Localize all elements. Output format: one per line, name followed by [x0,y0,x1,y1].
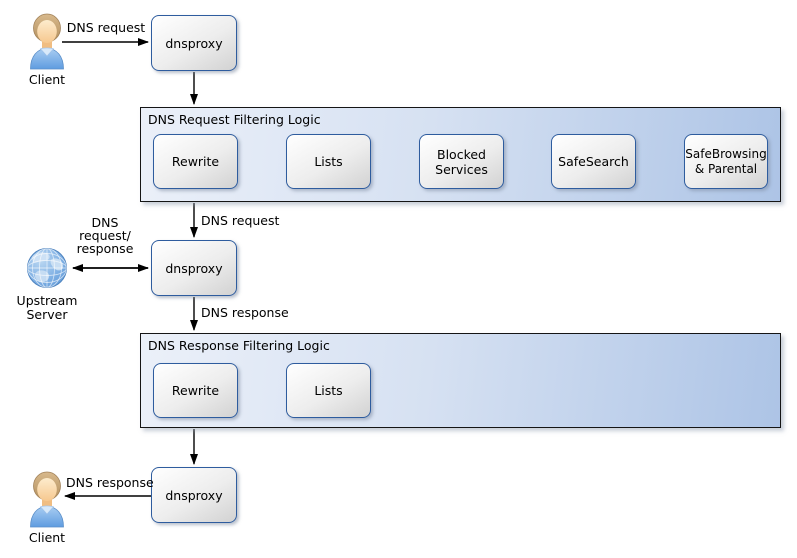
node-dnsproxy-3: dnsproxy [151,467,237,523]
person-icon [30,13,64,70]
step-lists-label: Lists [314,154,343,169]
edge-label-upstream-exchange: DNS request/ response [76,215,134,256]
globe-icon [27,248,67,288]
node-dnsproxy-2-label: dnsproxy [165,260,223,276]
step-blocked-services: Blocked Services [419,134,504,189]
client-bottom-label: Client [28,530,66,545]
edge-label-proxy-response: DNS response [201,305,289,320]
resp-step-rewrite: Rewrite [153,363,238,418]
resp-step-lists-label: Lists [314,383,343,398]
client-bottom-actor [27,471,67,533]
step-safebrowsing-parental-label: SafeBrowsing & Parental [685,147,767,176]
node-dnsproxy-1-label: dnsproxy [165,35,223,51]
upstream-server-actor [26,247,68,293]
upstream-server-label: Upstream Server [16,293,78,322]
step-safebrowsing-parental: SafeBrowsing & Parental [684,134,768,189]
step-safesearch: SafeSearch [551,134,636,189]
edge-label-filtered-request: DNS request [201,213,280,228]
step-lists: Lists [286,134,371,189]
resp-step-lists: Lists [286,363,371,418]
person-icon [30,471,64,528]
node-dnsproxy-2: dnsproxy [151,240,237,296]
group-request-title: DNS Request Filtering Logic [148,112,321,127]
step-safesearch-label: SafeSearch [558,154,629,169]
node-dnsproxy-1: dnsproxy [151,15,237,71]
step-rewrite-label: Rewrite [171,154,220,169]
client-top-actor [27,13,67,75]
step-rewrite: Rewrite [153,134,238,189]
group-response-title: DNS Response Filtering Logic [148,338,330,353]
group-response-filtering: DNS Response Filtering Logic Rewrite Lis… [140,333,781,428]
node-dnsproxy-3-label: dnsproxy [165,487,223,503]
step-blocked-services-label: Blocked Services [435,146,488,177]
edge-label-client-response: DNS response [66,475,154,490]
resp-step-rewrite-label: Rewrite [171,383,220,398]
client-top-label: Client [28,72,66,87]
group-request-filtering: DNS Request Filtering Logic Rewrite List… [140,107,781,202]
edge-label-client-request: DNS request [66,20,146,35]
